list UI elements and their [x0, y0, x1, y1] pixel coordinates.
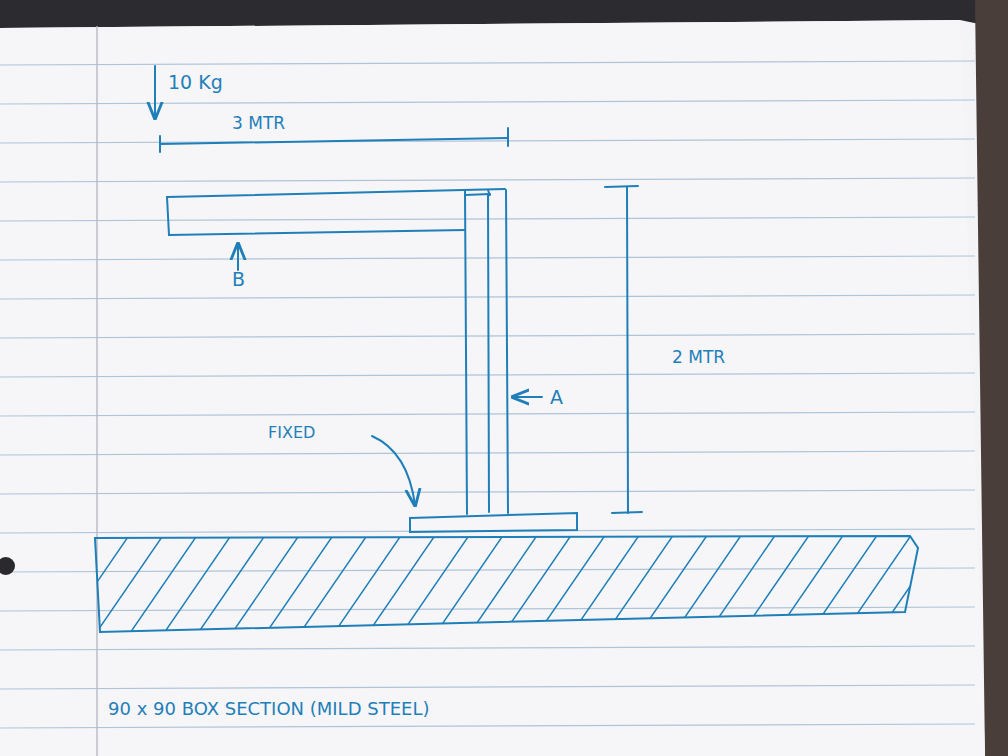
hatch-line [672, 534, 742, 636]
hatch-line [400, 534, 470, 636]
hatch-line [604, 534, 674, 636]
hatch-line [502, 534, 572, 636]
ruled-line [0, 490, 975, 494]
dimension-line [160, 138, 508, 144]
dimension-line [627, 187, 628, 513]
pointer-arrow [372, 436, 415, 505]
hatch-line [876, 534, 946, 636]
point-label: A [550, 386, 563, 408]
caption-note: 90 x 90 BOX SECTION (MILD STEEL) [108, 698, 429, 720]
ruled-line [0, 568, 975, 572]
hatch-line [570, 534, 640, 636]
hatch-line [332, 534, 402, 636]
ruled-line [0, 724, 975, 728]
ruled-line [0, 100, 975, 104]
hatch-line [638, 534, 708, 636]
hatch-line [842, 534, 912, 636]
hatch-line [434, 534, 504, 636]
hatch-line [94, 534, 164, 636]
hatch-line [468, 534, 538, 636]
hatch-line [706, 534, 776, 636]
ruled-line [0, 646, 975, 650]
dimension-tick [159, 136, 161, 152]
pointer-arrow [513, 396, 542, 398]
hatch-line [230, 534, 300, 636]
ruled-line [0, 685, 975, 689]
column [488, 194, 489, 512]
point-label: B [232, 268, 245, 290]
pointer-arrow [237, 244, 239, 270]
column [506, 190, 508, 513]
hatch-line [740, 534, 810, 636]
margin-line [96, 26, 97, 756]
hatch-line [264, 534, 334, 636]
hatch-line [162, 534, 232, 636]
dimension-label: 3 MTR [232, 112, 285, 134]
beam [167, 197, 465, 235]
ground-hatching [60, 534, 1008, 636]
hatch-line [944, 534, 1008, 636]
dimension-tick [605, 186, 638, 187]
column [465, 194, 490, 195]
beam [167, 189, 505, 197]
ruled-line [0, 412, 975, 416]
hatch-line [196, 534, 266, 636]
hatch-line [60, 534, 130, 636]
dimension-tick [612, 512, 642, 513]
hatch-line [366, 534, 436, 636]
hatch-line [128, 534, 198, 636]
dimension-tick [507, 128, 509, 146]
load-arrow [154, 66, 156, 118]
hatch-line [298, 534, 368, 636]
hatch-line [910, 534, 980, 636]
ruled-line [0, 139, 975, 143]
hatch-line [808, 534, 878, 636]
dimension-label: 2 MTR [672, 346, 725, 368]
punch-hole [0, 557, 15, 575]
load-label: 10 Kg [168, 71, 223, 93]
ruled-line [0, 373, 975, 377]
ruled-line [0, 61, 975, 65]
hatch-line [536, 534, 606, 636]
note-label: FIXED [268, 422, 315, 444]
column [465, 191, 467, 514]
hatch-line [774, 534, 844, 636]
base-plate [410, 513, 577, 532]
ground [95, 536, 918, 632]
ruled-lines [0, 61, 975, 728]
paper [0, 20, 985, 756]
ruled-line [0, 451, 975, 455]
ruled-line [0, 178, 975, 182]
